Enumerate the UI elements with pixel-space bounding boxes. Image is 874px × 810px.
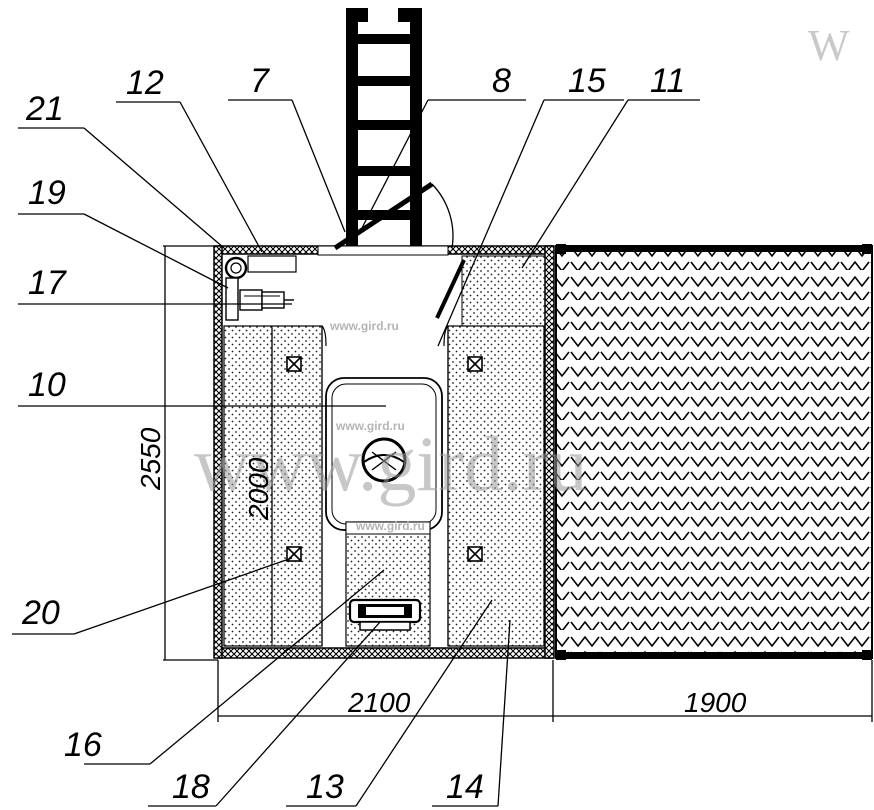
left-panel bbox=[223, 325, 323, 647]
callout-18: 18 bbox=[172, 768, 210, 806]
watermark-small-2: www.gird.ru bbox=[335, 419, 405, 433]
slanted-element bbox=[435, 259, 466, 319]
callout-19: 19 bbox=[28, 174, 66, 212]
component-12 bbox=[247, 255, 297, 273]
center-dividers bbox=[321, 325, 449, 646]
watermark-small-1: www.gird.ru bbox=[329, 319, 399, 333]
watermark-small-3: www.gird.ru bbox=[355, 519, 425, 533]
leader-lines bbox=[12, 99, 700, 807]
right-panel bbox=[447, 325, 545, 647]
dimension-1900: 1900 bbox=[684, 687, 747, 718]
dimension-2000: 2000 bbox=[243, 457, 274, 521]
callout-15: 15 bbox=[568, 62, 606, 100]
watermark-corner: W bbox=[808, 21, 850, 70]
upper-panels bbox=[461, 255, 546, 327]
main-unit-walls bbox=[213, 245, 555, 659]
callout-13: 13 bbox=[306, 768, 344, 806]
watermark-large: www.gird.ru bbox=[194, 420, 588, 507]
callout-21: 21 bbox=[25, 90, 64, 128]
callout-17: 17 bbox=[28, 264, 67, 302]
ladder bbox=[346, 8, 422, 248]
drain-icon bbox=[361, 437, 407, 483]
dimension-2100: 2100 bbox=[347, 687, 411, 718]
valve-assembly bbox=[225, 277, 294, 321]
callout-10: 10 bbox=[28, 366, 66, 404]
extension-block bbox=[555, 244, 873, 660]
callout-8: 8 bbox=[492, 62, 511, 100]
callout-16: 16 bbox=[64, 726, 102, 764]
x-markers bbox=[286, 356, 483, 562]
hatch-door bbox=[333, 181, 454, 251]
callout-20: 20 bbox=[21, 594, 60, 632]
round-fitting bbox=[224, 256, 248, 280]
dimension-2550: 2550 bbox=[135, 427, 166, 491]
callout-14: 14 bbox=[446, 768, 484, 806]
bottom-fixture bbox=[348, 598, 422, 631]
callout-11: 11 bbox=[650, 62, 685, 100]
callout-12: 12 bbox=[126, 64, 164, 102]
callout-7: 7 bbox=[250, 62, 270, 100]
